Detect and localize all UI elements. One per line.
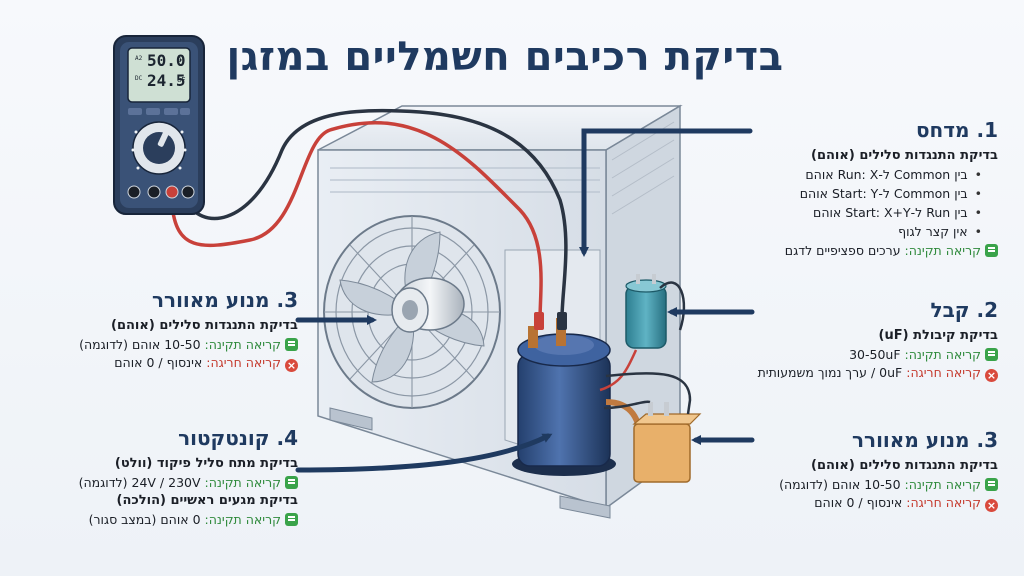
capacitor-heading: 2. קבל bbox=[930, 298, 998, 322]
lcd-unit-resistance: Ω bbox=[177, 56, 182, 64]
ok-icon bbox=[285, 338, 298, 351]
capacitor-body bbox=[625, 274, 667, 349]
fan-motor-bad-reading: קריאה חריגה: אינסוף / 0 אוהם bbox=[738, 495, 998, 512]
fan-motor-ok-reading: קריאה תקינה: 10-50 אוהם (לדוגמה) bbox=[738, 477, 998, 492]
lcd-reading-resistance: 50.0 bbox=[147, 51, 186, 70]
bad-value: 0uF / ערך נמוך משמעותית bbox=[757, 365, 903, 380]
ok-label: קריאה תקינה: bbox=[204, 337, 281, 352]
fan-motor-bad-reading: קריאה חריגה: אינסוף / 0 אוהם bbox=[22, 355, 298, 372]
fan-motor bbox=[391, 277, 465, 333]
lcd-label-b: DC bbox=[135, 75, 143, 82]
contactor-ok-voltage: קריאה תקינה: 24V / 230V (לדוגמה) bbox=[22, 475, 298, 490]
ok-icon bbox=[285, 513, 298, 526]
capacitor-bad-reading: קריאה חריגה: 0uF / ערך נמוך משמעותית bbox=[718, 365, 998, 382]
list-item: בין Common ל-Start: Y אוהם bbox=[758, 186, 982, 201]
page-title: בדיקת רכיבים חשמליים במזגן bbox=[226, 34, 784, 80]
multimeter bbox=[113, 35, 205, 215]
ok-label: קריאה תקינה: bbox=[904, 477, 981, 492]
callout-arrows bbox=[295, 128, 755, 473]
fan-motor-ok-reading: קריאה תקינה: 10-50 אוהם (לדוגמה) bbox=[22, 337, 298, 352]
fan-motor-subheading: בדיקת התנגדות סלילים (אוהם) bbox=[111, 318, 298, 333]
contactor-heading: 4. קונטקטור bbox=[178, 426, 298, 450]
list-item: אין קצר לגוף bbox=[758, 224, 982, 239]
fan-motor-heading: 3. מנוע מאוורר bbox=[851, 428, 998, 452]
lcd-reading-capacitance: 24.5 bbox=[147, 71, 186, 90]
capacitor-subheading: בדיקת קיבולת (uF) bbox=[878, 328, 998, 343]
bad-label: קריאה חריגה: bbox=[906, 365, 981, 380]
bad-label: קריאה חריגה: bbox=[206, 355, 281, 370]
contactor-panel: 4. קונטקטור בדיקת מתח סליל פיקוד (וולט) … bbox=[22, 426, 298, 530]
fan-motor-panel-right: 3. מנוע מאוורר בדיקת התנגדות סלילים (אוה… bbox=[738, 428, 998, 515]
contactor-ok-continuity: קריאה תקינה: 0 אוהם (במצב סגור) bbox=[22, 512, 298, 527]
error-icon bbox=[985, 499, 998, 512]
ok-label: קריאה תקינה: bbox=[904, 347, 981, 362]
error-icon bbox=[285, 359, 298, 372]
ok-icon bbox=[985, 244, 998, 257]
capacitor-panel: 2. קבל בדיקת קיבולת (uF) קריאה תקינה: 30… bbox=[718, 298, 998, 385]
bad-label: קריאה חריגה: bbox=[906, 495, 981, 510]
bad-value: אינסוף / 0 אוהם bbox=[114, 355, 203, 370]
ok-value: ערכים ספציפיים לדגם bbox=[784, 243, 901, 258]
contactor-subheading-voltage: בדיקת מתח סליל פיקוד (וולט) bbox=[114, 456, 298, 471]
lcd-unit-capacitance: uF bbox=[177, 76, 186, 84]
ok-label: קריאה תקינה: bbox=[904, 243, 981, 258]
ok-value: 30-50uF bbox=[849, 347, 901, 362]
list-item: בין Run ל-Start: X+Y אוהם bbox=[758, 205, 982, 220]
internal-wiring bbox=[599, 281, 692, 415]
compressor-heading: 1. מדחס bbox=[915, 118, 998, 142]
contactor-body bbox=[632, 402, 702, 483]
ok-value: 0 אוהם (במצב סגור) bbox=[88, 512, 201, 527]
bad-value: אינסוף / 0 אוהם bbox=[814, 495, 903, 510]
ok-icon bbox=[985, 348, 998, 361]
arrow-compressor bbox=[579, 128, 753, 257]
lcd-label-a: A2 bbox=[135, 55, 143, 62]
compressor-subheading: בדיקת התנגדות סלילים (אוהם) bbox=[811, 148, 998, 163]
fan-motor-heading: 3. מנוע מאוורר bbox=[151, 288, 298, 312]
fan-motor-subheading: בדיקת התנגדות סלילים (אוהם) bbox=[811, 458, 998, 473]
arrow-compressor-bottom bbox=[295, 433, 553, 473]
probe-cables bbox=[170, 108, 568, 330]
ok-value: 10-50 אוהם (לדוגמה) bbox=[79, 337, 201, 352]
list-item: בין Common ל-Run: X אוהם bbox=[758, 167, 982, 182]
multimeter-display: A2 DC 50.0 Ω 24.5 uF bbox=[133, 47, 189, 103]
ok-label: קריאה תקינה: bbox=[204, 475, 281, 490]
compressor-ok-reading: קריאה תקינה: ערכים ספציפיים לדגם bbox=[758, 243, 998, 258]
error-icon bbox=[985, 369, 998, 382]
ok-value: 10-50 אוהם (לדוגמה) bbox=[779, 477, 901, 492]
capacitor-ok-reading: קריאה תקינה: 30-50uF bbox=[718, 347, 998, 362]
contactor-subheading-continuity: בדיקת מגעים ראשיים (הולכה) bbox=[116, 493, 298, 508]
compressor-panel: 1. מדחס בדיקת התנגדות סלילים (אוהם) בין … bbox=[758, 118, 998, 261]
fan-motor-panel-left: 3. מנוע מאוורר בדיקת התנגדות סלילים (אוה… bbox=[22, 288, 298, 375]
ok-label: קריאה תקינה: bbox=[204, 512, 281, 527]
ok-icon bbox=[985, 478, 998, 491]
compressor-bullets: בין Common ל-Run: X אוהם בין Common ל-St… bbox=[758, 167, 998, 239]
ok-value: 24V / 230V (לדוגמה) bbox=[78, 475, 201, 490]
ok-icon bbox=[285, 476, 298, 489]
